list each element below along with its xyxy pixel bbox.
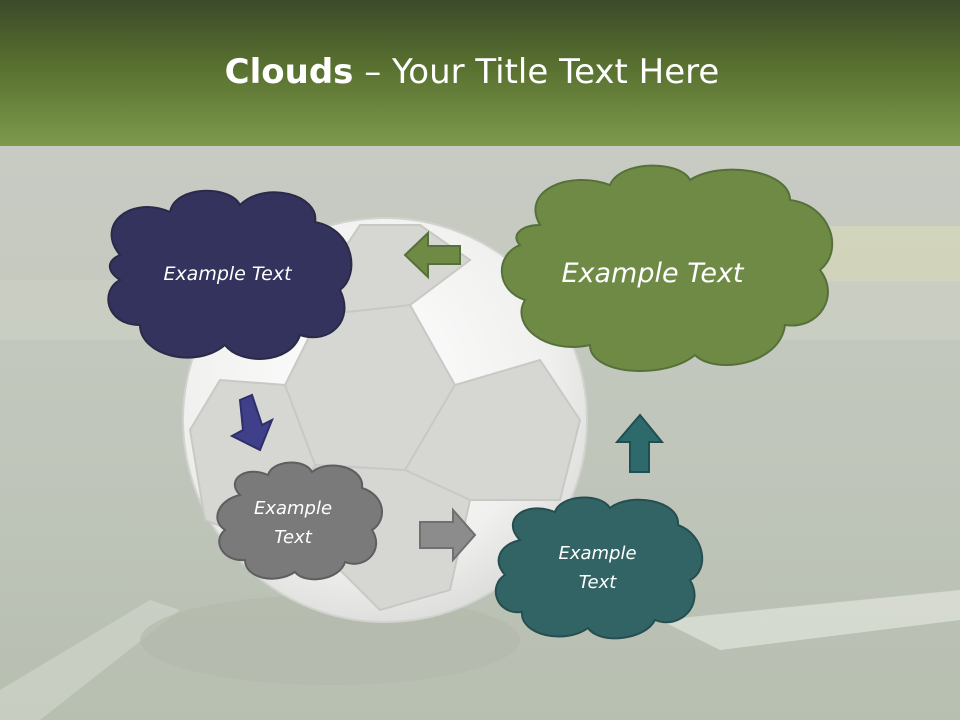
cloud-teal-text-line1: Example bbox=[558, 543, 637, 564]
cloud-gray-text: Example Text bbox=[238, 494, 348, 552]
arrow-up-icon bbox=[614, 413, 665, 473]
cloud-olive-text: Example Text bbox=[561, 258, 744, 289]
cloud-gray[interactable] bbox=[216, 461, 383, 581]
cloud-teal-text: Example Text bbox=[535, 539, 660, 597]
cloud-olive[interactable] bbox=[500, 164, 834, 372]
title-separator: – bbox=[353, 52, 393, 92]
cloud-gray-text-line1: Example bbox=[253, 498, 333, 519]
cloud-navy[interactable] bbox=[107, 189, 353, 360]
cloud-navy-text: Example Text bbox=[163, 263, 292, 285]
title-rest: Your Title Text Here bbox=[392, 52, 720, 92]
cloud-teal-text-line2: Text bbox=[578, 572, 617, 593]
title-bold: Clouds bbox=[224, 52, 354, 92]
title-bar: Clouds – Your Title Text Here bbox=[0, 0, 960, 146]
cloud-gray-text-line2: Text bbox=[274, 527, 312, 548]
cloud-teal[interactable] bbox=[494, 496, 704, 640]
slide-title[interactable]: Clouds – Your Title Text Here bbox=[0, 52, 944, 92]
arrow-right-icon bbox=[419, 507, 477, 563]
arrow-down-icon bbox=[229, 393, 274, 452]
arrow-left-icon bbox=[403, 230, 461, 280]
